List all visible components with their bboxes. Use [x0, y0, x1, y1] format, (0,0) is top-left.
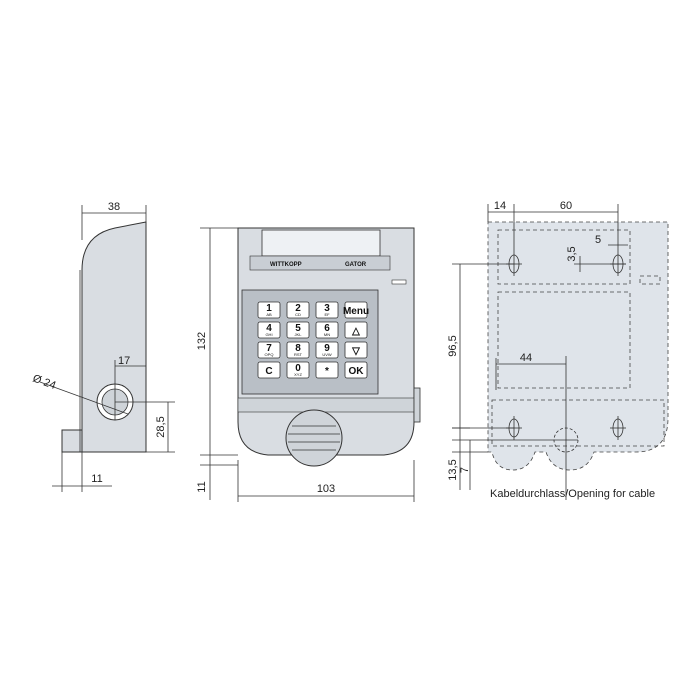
keypad-key[interactable]: 3EF	[315, 301, 339, 319]
mounting-plate	[487, 221, 669, 471]
dim-back-bottom-height: 13,5	[447, 459, 459, 480]
plate-top-recess	[497, 229, 631, 285]
keypad-key[interactable]: 6MN	[315, 321, 339, 339]
plate-lower-band	[491, 399, 665, 447]
back-view: 14 60 5 3,5 96,5 44 13,5 7 Kabeldurchlas…	[447, 200, 669, 500]
keypad-key-face[interactable]	[286, 321, 310, 339]
keypad-key-sublabel: GHI	[265, 332, 272, 337]
keypad-key[interactable]: 2CD	[286, 301, 310, 319]
keypad-key-sublabel: CD	[295, 312, 301, 317]
keypad-key-sublabel: OPQ	[265, 352, 274, 357]
keypad-key-label: 5	[295, 323, 301, 334]
dim-back-vertical-spacing: 96,5	[447, 335, 459, 356]
lower-housing	[237, 397, 415, 413]
dim-front-bottom-offset: 11	[196, 481, 208, 492]
keypad-key-face[interactable]	[315, 321, 339, 339]
plate-right-notch	[639, 275, 661, 285]
keypad-key-label: 8	[295, 343, 301, 354]
dim-back-top-height: 3,5	[566, 246, 578, 261]
dim-front-height: 132	[196, 332, 208, 350]
keypad-key-sublabel: JKL	[295, 332, 303, 337]
dim-back-hole-spacing: 60	[560, 200, 572, 212]
keypad-key-face[interactable]	[315, 361, 339, 379]
keypad-key-face[interactable]	[286, 341, 310, 359]
keypad-key-label: *	[325, 366, 329, 377]
keypad-key-label: OK	[349, 366, 365, 377]
keypad-key-face[interactable]	[257, 361, 281, 379]
plate-center-recess	[497, 291, 631, 389]
keypad-key[interactable]: OK	[344, 361, 368, 379]
keypad-key-sublabel: XYZ	[294, 372, 302, 377]
keypad-key-face[interactable]	[315, 301, 339, 319]
keypad-key-face[interactable]	[257, 341, 281, 359]
keypad-key-label: 4	[266, 323, 272, 334]
dim-side-width: 38	[108, 201, 120, 213]
keypad-key[interactable]: *	[315, 361, 339, 379]
dim-side-hole-offset: 17	[118, 355, 130, 367]
keypad-key-face[interactable]	[344, 361, 368, 379]
keypad-key-face[interactable]	[344, 301, 368, 319]
keypad-key-label: Menu	[343, 306, 369, 317]
keypad-key-face[interactable]	[257, 301, 281, 319]
keypad-key-face[interactable]	[286, 361, 310, 379]
keypad-key-sublabel: UVW	[322, 352, 332, 357]
keypad-key-label: 9	[324, 343, 330, 354]
keypad-key-label: ▽	[351, 346, 360, 357]
keypad-key[interactable]: C	[257, 361, 281, 379]
keypad-key-face[interactable]	[344, 341, 368, 359]
keypad-key-label: 2	[295, 303, 301, 314]
keypad-key[interactable]: Menu	[343, 301, 369, 319]
keypad-key-label: 0	[295, 363, 301, 374]
keypad-key[interactable]: 1AB	[257, 301, 281, 319]
keypad-key-face[interactable]	[344, 321, 368, 339]
side-view: 38 17 Ø 24 28,5 11	[31, 201, 175, 492]
keypad-key-label: 6	[324, 323, 330, 334]
dim-back-left-offset: 14	[494, 200, 506, 212]
dim-front-width: 103	[317, 483, 335, 495]
dim-side-hole-diameter: Ø 24	[31, 373, 58, 392]
dim-side-base-width: 11	[91, 473, 102, 485]
display-window	[261, 229, 381, 257]
keypad-key-sublabel: RST	[294, 352, 303, 357]
keypad-key[interactable]: ▽	[344, 341, 368, 359]
keypad-key-sublabel: EF	[324, 312, 330, 317]
dim-back-bottom-small: 7	[459, 467, 471, 473]
keypad-key-label: 1	[266, 303, 272, 314]
brand-strip	[249, 255, 391, 271]
brand-name: WITTKOPP	[270, 262, 302, 268]
dim-side-hole-height: 28,5	[155, 416, 167, 437]
keypad-key-sublabel: MN	[324, 332, 330, 337]
cable-opening-note: Kabeldurchlass/Opening for cable	[490, 488, 655, 500]
keypad-key-label: △	[351, 326, 360, 337]
dim-back-top-small: 5	[595, 234, 601, 246]
brand-model: GATOR	[345, 262, 367, 268]
keypad-key-face[interactable]	[315, 341, 339, 359]
mount-hole-bottom-right	[610, 416, 626, 440]
dim-back-cable-offset: 44	[520, 352, 532, 364]
keypad-key-face[interactable]	[286, 301, 310, 319]
keypad-key-label: C	[265, 366, 272, 377]
keypad-key-face[interactable]	[257, 321, 281, 339]
keypad-key-sublabel: AB	[266, 312, 272, 317]
rotary-knob	[285, 409, 343, 467]
keypad-key-label: 7	[266, 343, 272, 354]
side-base-tab	[61, 429, 83, 453]
keypad-key-label: 3	[324, 303, 330, 314]
indicator-led	[391, 279, 407, 285]
side-bracket	[413, 387, 421, 423]
keypad-key[interactable]: △	[344, 321, 368, 339]
